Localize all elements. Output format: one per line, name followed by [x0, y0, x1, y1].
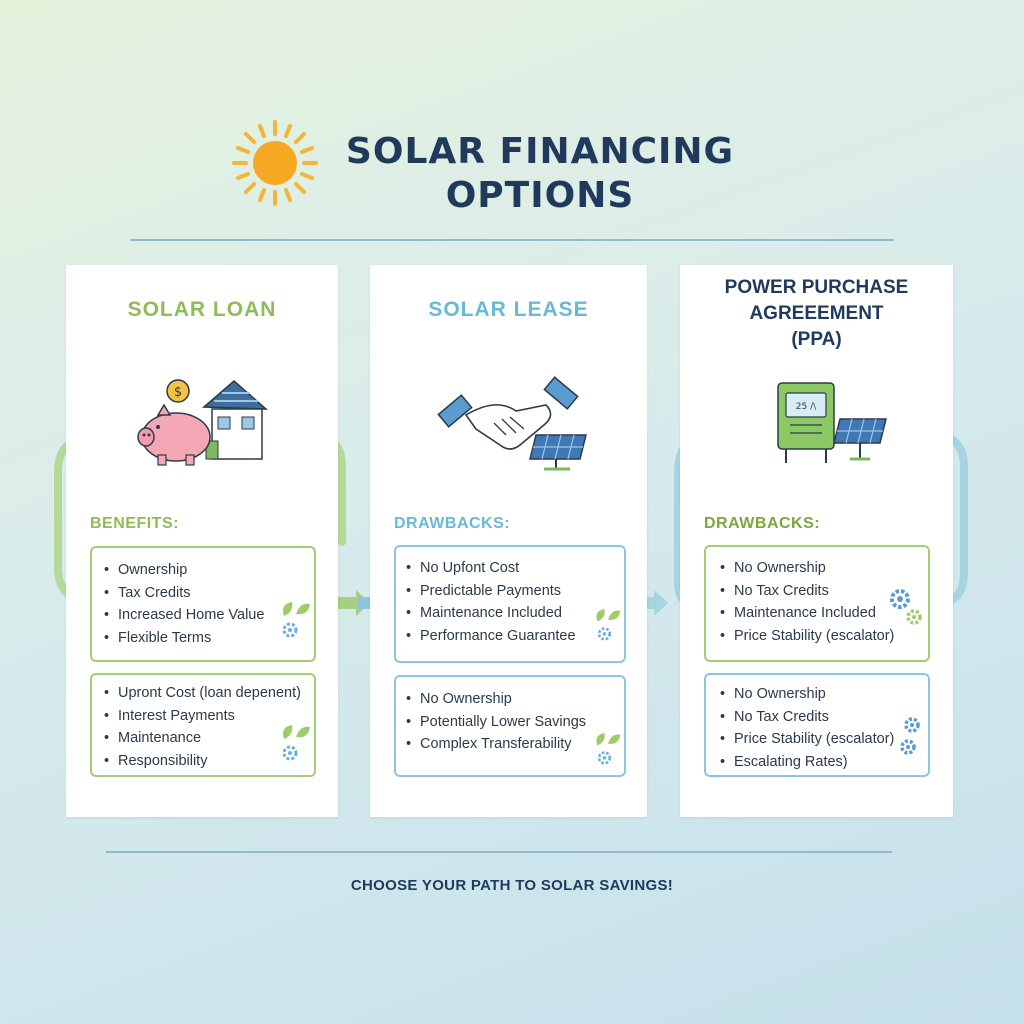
drawbacks-box: Upront Cost (loan depenent) Interest Pay… [90, 673, 316, 777]
list-item: No Ownership [406, 688, 624, 711]
list-item: No Tax Credits [720, 706, 928, 729]
list-item: Predictable Payments [406, 580, 624, 603]
panel-title-line: AGREEEMENT [749, 303, 884, 324]
title-line-1: SOLAR FINANCING [345, 131, 735, 172]
list-item: Price Stability (escalator) [720, 625, 928, 648]
gear-icon [890, 589, 922, 625]
leaf-gear-icon [596, 733, 621, 765]
list-item: Increased Home Value [104, 604, 314, 627]
panel-solar-lease: SOLAR LEASE DRAWBACKS: No Upfont Cost Pr… [370, 265, 647, 817]
panel-title: POWER PURCHASE AGREEEMENT (PPA) [680, 275, 953, 353]
footer-tagline: CHOOSE YOUR PATH TO SOLAR SAVINGS! [350, 877, 674, 894]
ppa-drawbacks-box: No Ownership No Tax Credits Price Stabil… [704, 673, 930, 777]
meter-screen-text: 25 /\ [796, 402, 817, 412]
header: SOLAR FINANCING OPTIONS [230, 118, 790, 228]
panel-ppa: POWER PURCHASE AGREEEMENT (PPA) 25 /\ DR… [680, 265, 953, 817]
sun-icon [232, 120, 318, 206]
panel-title: SOLAR LOAN [66, 298, 338, 322]
list-item: Maintenance [104, 727, 314, 750]
list-item: Tax Credits [104, 582, 314, 605]
lease-features-box: No Upfont Cost Predictable Payments Main… [394, 545, 626, 663]
list-item: Performance Guarantee [406, 625, 624, 648]
list-item: Complex Transferability [406, 733, 624, 756]
section-label: BENEFITS: [90, 515, 179, 532]
gear-icon [900, 717, 920, 755]
list-item: No Tax Credits [720, 580, 928, 603]
list-item: Interest Payments [104, 705, 314, 728]
bottom-divider [106, 851, 892, 853]
meter-solar-panel-icon: 25 /\ [777, 382, 887, 463]
piggy-bank-house-icon: $ [137, 379, 269, 466]
lease-drawbacks-box: No Ownership Potentially Lower Savings C… [394, 675, 626, 777]
top-divider [130, 239, 894, 241]
panel-title-line: (PPA) [791, 329, 842, 350]
list-item: Responsibility [104, 750, 314, 773]
handshake-solar-panel-icon [437, 376, 587, 471]
page-title: SOLAR FINANCING OPTIONS [330, 130, 750, 218]
section-label: DRAWBACKS: [704, 515, 821, 532]
list-item: Flexible Terms [104, 627, 314, 650]
flow-arrow-2 [636, 590, 668, 616]
ppa-features-box: No Ownership No Tax Credits Maintenance … [704, 545, 930, 662]
panel-title-line: SOLAR LOAN [127, 298, 277, 321]
list-item: Upront Cost (loan depenent) [104, 682, 314, 705]
list-item: Maintenance Included [406, 602, 624, 625]
panel-title-line: POWER PURCHASE [724, 277, 909, 298]
list-item: Potentially Lower Savings [406, 711, 624, 734]
list-item: No Ownership [720, 683, 928, 706]
leaf-gear-icon [596, 609, 621, 641]
list-item: Escalating Rates) [720, 751, 928, 774]
list-item: Ownership [104, 559, 314, 582]
list-item: No Upfont Cost [406, 557, 624, 580]
benefits-box: Ownership Tax Credits Increased Home Val… [90, 546, 316, 662]
list-item: No Ownership [720, 557, 928, 580]
leaf-gear-icon [282, 602, 310, 638]
panel-title-line: SOLAR LEASE [428, 298, 589, 321]
leaf-gear-icon [282, 725, 310, 761]
section-label: DRAWBACKS: [394, 515, 511, 532]
svg-text:$: $ [174, 385, 182, 400]
panel-title: SOLAR LEASE [370, 298, 647, 322]
title-line-2: OPTIONS [445, 175, 635, 216]
list-item: Maintenance Included [720, 602, 928, 625]
panel-solar-loan: SOLAR LOAN $ BENEFITS: Ownership Tax Cre… [66, 265, 338, 817]
list-item: Price Stability (escalator) [720, 728, 928, 751]
